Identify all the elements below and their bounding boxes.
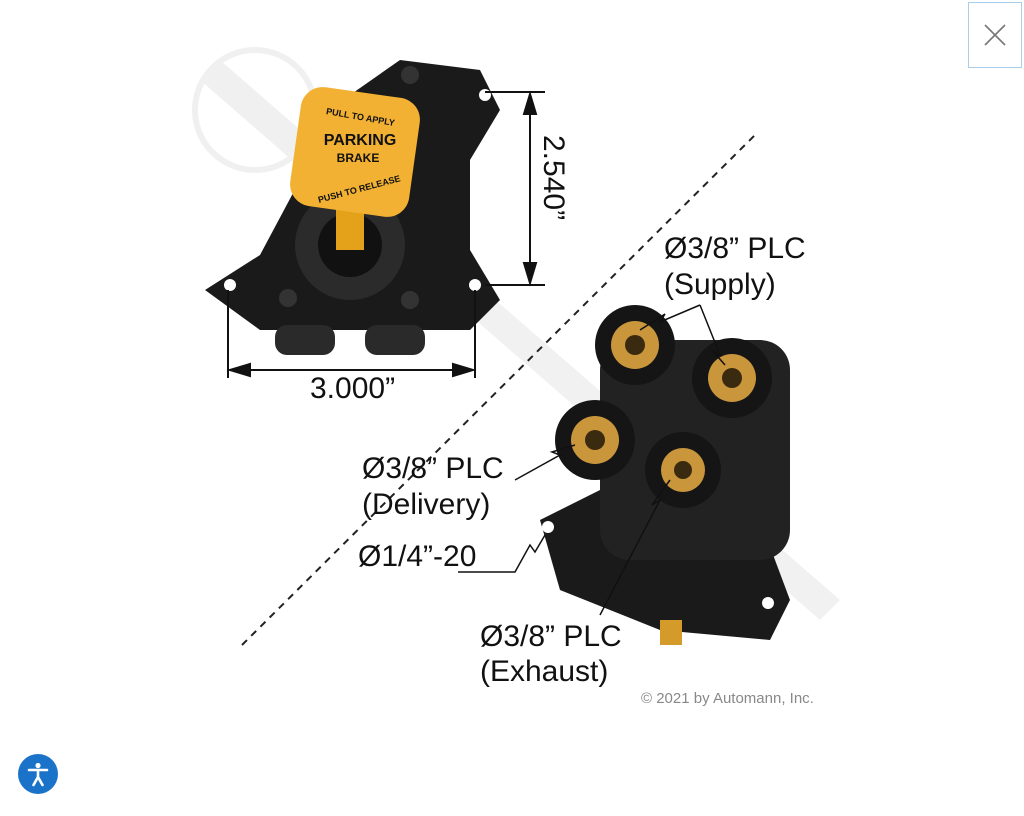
callout-exhaust-size: Ø3/8” PLC bbox=[480, 620, 622, 653]
callout-supply-port: (Supply) bbox=[664, 268, 776, 301]
close-icon bbox=[984, 24, 1006, 46]
knob-label-sub: BRAKE bbox=[337, 151, 380, 165]
close-button[interactable] bbox=[968, 2, 1022, 68]
knob-label-main: PARKING bbox=[324, 132, 397, 149]
accessibility-icon bbox=[27, 762, 49, 787]
copyright-text: © 2021 by Automann, Inc. bbox=[641, 690, 814, 707]
dimension-lines bbox=[226, 90, 545, 378]
callout-delivery-size: Ø3/8” PLC bbox=[362, 452, 504, 485]
top-view-valve: PARKING BRAKE PULL TO APPLY PUSH TO RELE… bbox=[205, 60, 500, 355]
dimension-width-label: 3.000” bbox=[310, 372, 396, 405]
dimension-height-label: 2.540” bbox=[537, 135, 570, 221]
side-view-valve bbox=[540, 305, 790, 645]
callout-exhaust-port: (Exhaust) bbox=[480, 655, 609, 688]
callout-leaders bbox=[458, 304, 726, 616]
callout-delivery-port: (Delivery) bbox=[362, 488, 491, 521]
accessibility-button[interactable] bbox=[18, 754, 58, 794]
callout-supply-size: Ø3/8” PLC bbox=[664, 232, 806, 265]
callout-mount-thread: Ø1/4”-20 bbox=[358, 540, 477, 573]
divider-line bbox=[241, 134, 756, 646]
